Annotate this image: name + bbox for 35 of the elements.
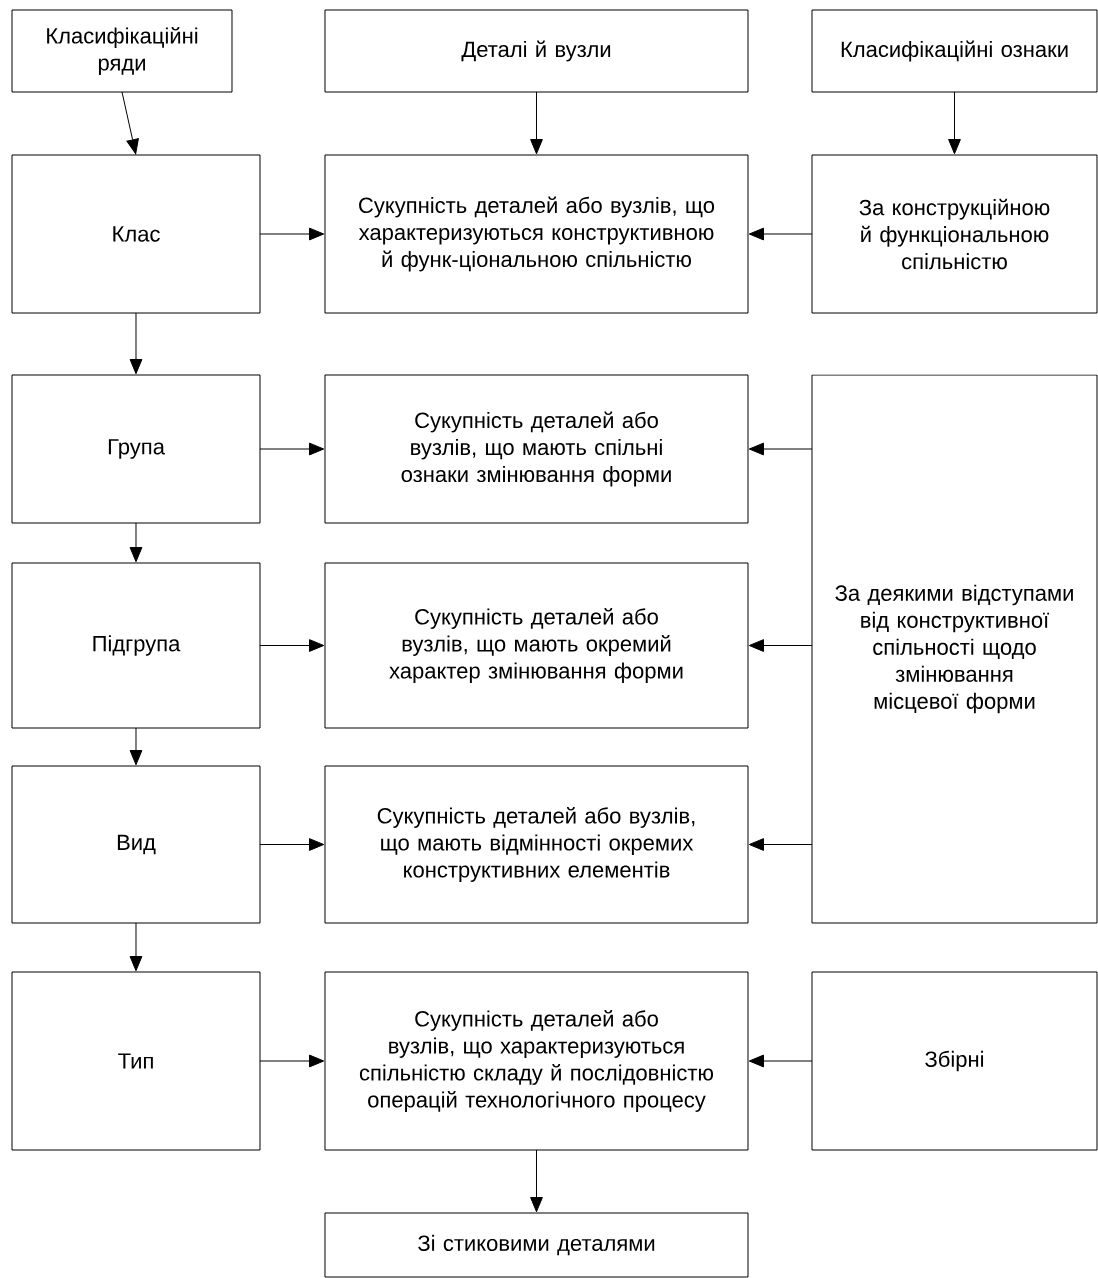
box: Підгрупа <box>11 562 261 729</box>
arrow <box>129 922 143 972</box>
box: Класифікаційні ряди <box>11 9 233 93</box>
arrow <box>948 91 961 155</box>
arrow <box>748 442 813 456</box>
arrow <box>748 838 813 851</box>
box: Сукупність деталей або вузлів, що мають окремий характер змінювання форми <box>324 562 749 729</box>
box: Вид <box>11 765 261 924</box>
box: Зі стиковими деталями <box>324 1212 749 1278</box>
box: Сукупність деталей або вузлів, що характеризуються спільністю складу й послідовністю операцій технологічного процесу <box>324 971 749 1151</box>
box: Група <box>11 374 261 524</box>
box: Сукупність деталей або вузлів, що мають спільні ознаки змінювання форми <box>324 374 749 524</box>
arrow <box>748 639 813 652</box>
arrow <box>259 227 325 241</box>
box: Деталі й вузли <box>324 9 749 93</box>
box: Сукупність деталей або вузлів, що характеризуються конструктивною й функ-ціональною спільністю <box>324 154 749 314</box>
arrow <box>259 1054 325 1068</box>
arrow <box>530 1149 543 1213</box>
arrow <box>748 1054 813 1068</box>
arrow <box>259 442 325 456</box>
box: Сукупність деталей або вузлів, що мають відмінності окремих конструктивних елементів <box>324 765 749 924</box>
box: Класифікаційні ознаки <box>811 9 1098 93</box>
arrow <box>129 522 143 563</box>
arrow <box>259 639 325 652</box>
box: За деякими відступами від конструктивної спільності щодо змінювання місцевої форми <box>811 374 1098 924</box>
arrow <box>129 727 143 766</box>
arrow <box>259 838 325 851</box>
arrow <box>121 91 139 155</box>
arrow <box>129 312 143 375</box>
arrow <box>748 227 813 241</box>
box: За конструкційною й функціональною спільністю <box>811 154 1098 314</box>
box: Клас <box>11 154 261 314</box>
box: Тип <box>11 971 261 1151</box>
arrow <box>530 91 543 155</box>
box: Збірні <box>811 971 1098 1151</box>
